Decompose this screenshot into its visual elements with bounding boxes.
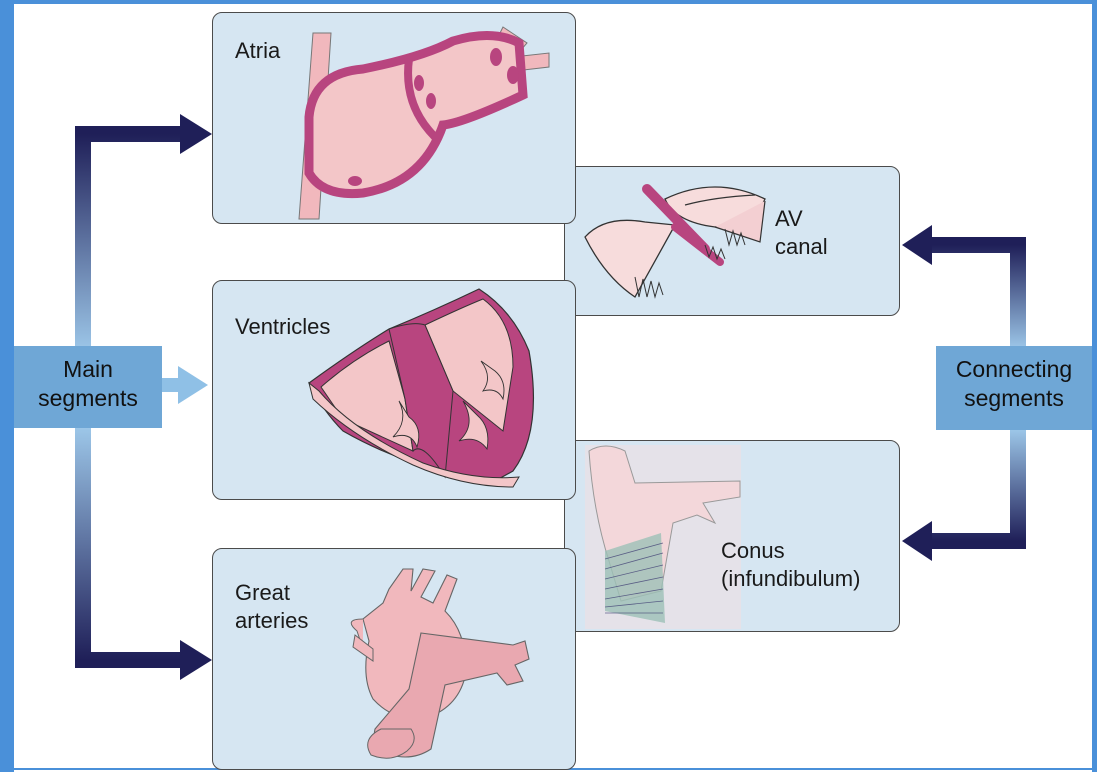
main-segments-label: Main segments: [14, 346, 162, 428]
connecting-segments-line1: Connecting: [946, 355, 1082, 384]
ventricles-panel: Ventricles: [212, 280, 576, 500]
great-arteries-line2: arteries: [235, 607, 308, 635]
main-segments-line1: Main: [24, 355, 152, 384]
arrow-to-conus: [930, 430, 1018, 541]
arrow-to-great-arteries: [83, 428, 182, 660]
arrowhead-conus: [902, 521, 932, 561]
connecting-segments-label: Connecting segments: [936, 346, 1092, 430]
great-arteries-label: Great arteries: [235, 579, 308, 635]
arrowhead-great-arteries: [180, 640, 212, 680]
main-segments-line2: segments: [24, 384, 152, 413]
arrowhead-av-canal: [902, 225, 932, 265]
av-valve-illustration: [565, 167, 900, 316]
arrowhead-ventricles: [178, 366, 208, 404]
conus-line2: (infundibulum): [721, 565, 860, 593]
atria-panel: Atria: [212, 12, 576, 224]
av-canal-label: AV canal: [775, 205, 828, 261]
av-canal-panel: AV canal: [564, 166, 900, 316]
great-arteries-panel: Great arteries: [212, 548, 576, 770]
conus-panel: Conus (infundibulum): [564, 440, 900, 632]
arrowhead-atria: [180, 114, 212, 154]
connecting-segments-line2: segments: [946, 384, 1082, 413]
conus-label: Conus (infundibulum): [721, 537, 860, 593]
great-arteries-line1: Great: [235, 579, 308, 607]
av-canal-line2: canal: [775, 233, 828, 261]
conus-line1: Conus: [721, 537, 860, 565]
arrow-to-atria: [83, 134, 182, 350]
av-canal-line1: AV: [775, 205, 828, 233]
arrow-to-av-canal: [930, 245, 1018, 348]
atria-label: Atria: [235, 37, 280, 65]
ventricles-label: Ventricles: [235, 313, 330, 341]
